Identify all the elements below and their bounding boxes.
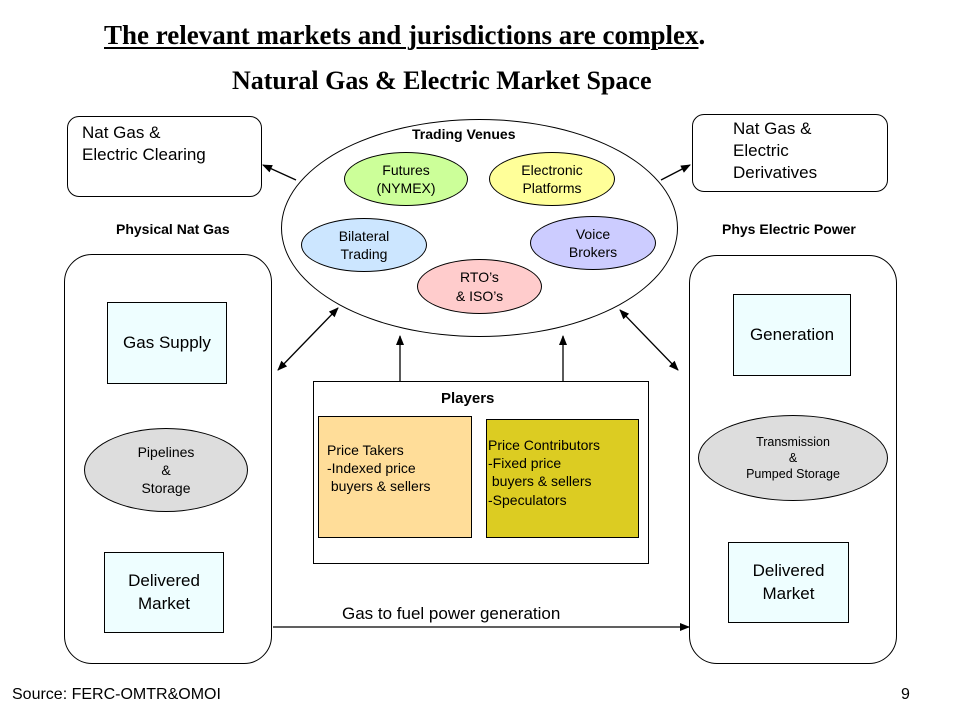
venue-bilateral: Bilateral Trading [301,218,427,272]
page-number: 9 [901,686,910,703]
arrow-venues-gas [277,307,339,371]
arrow-to-derivatives [660,164,691,181]
gas-supply-box: Gas Supply [107,302,227,384]
players-label: Players [441,390,495,407]
pipelines-storage: Pipelines & Storage [84,428,248,512]
physical-power-label: Phys Electric Power [722,221,856,237]
derivatives-label: Nat Gas & Electric Derivatives [733,119,818,183]
arrow-to-clearing [262,164,297,181]
venue-voice: Voice Brokers [530,216,656,270]
arrow-venues-power [619,309,679,371]
price-contributors-box: Price Contributors -Fixed price buyers &… [486,419,639,538]
price-takers-text: Price Takers -Indexed price buyers & sel… [327,442,431,495]
gas-to-power-label: Gas to fuel power generation [342,604,561,623]
page-subtitle: Natural Gas & Electric Market Space [232,66,652,95]
transmission-storage: Transmission & Pumped Storage [698,415,888,501]
trading-venues-label: Trading Venues [412,126,516,142]
price-contributors-text: Price Contributors -Fixed price buyers &… [488,437,601,508]
clearing-label: Nat Gas & Electric Clearing [82,123,206,165]
derivatives-box: Nat Gas & Electric Derivatives [692,114,888,192]
clearing-box: Nat Gas & Electric Clearing [67,116,262,197]
page-title: The relevant markets and jurisdictions a… [104,20,705,51]
source-note: Source: FERC-OMTR&OMOI [12,686,221,703]
venue-futures: Futures (NYMEX) [344,152,468,206]
venue-electronic: Electronic Platforms [489,152,615,206]
power-delivered-market: Delivered Market [728,542,849,623]
gas-delivered-market: Delivered Market [104,552,224,633]
venue-rto-iso: RTO’s & ISO’s [417,259,542,314]
generation-box: Generation [733,294,851,376]
title-main: The relevant markets and jurisdictions a… [104,20,699,50]
title-end: . [698,20,706,50]
physical-gas-label: Physical Nat Gas [116,221,230,237]
price-takers-box: Price Takers -Indexed price buyers & sel… [318,416,472,538]
